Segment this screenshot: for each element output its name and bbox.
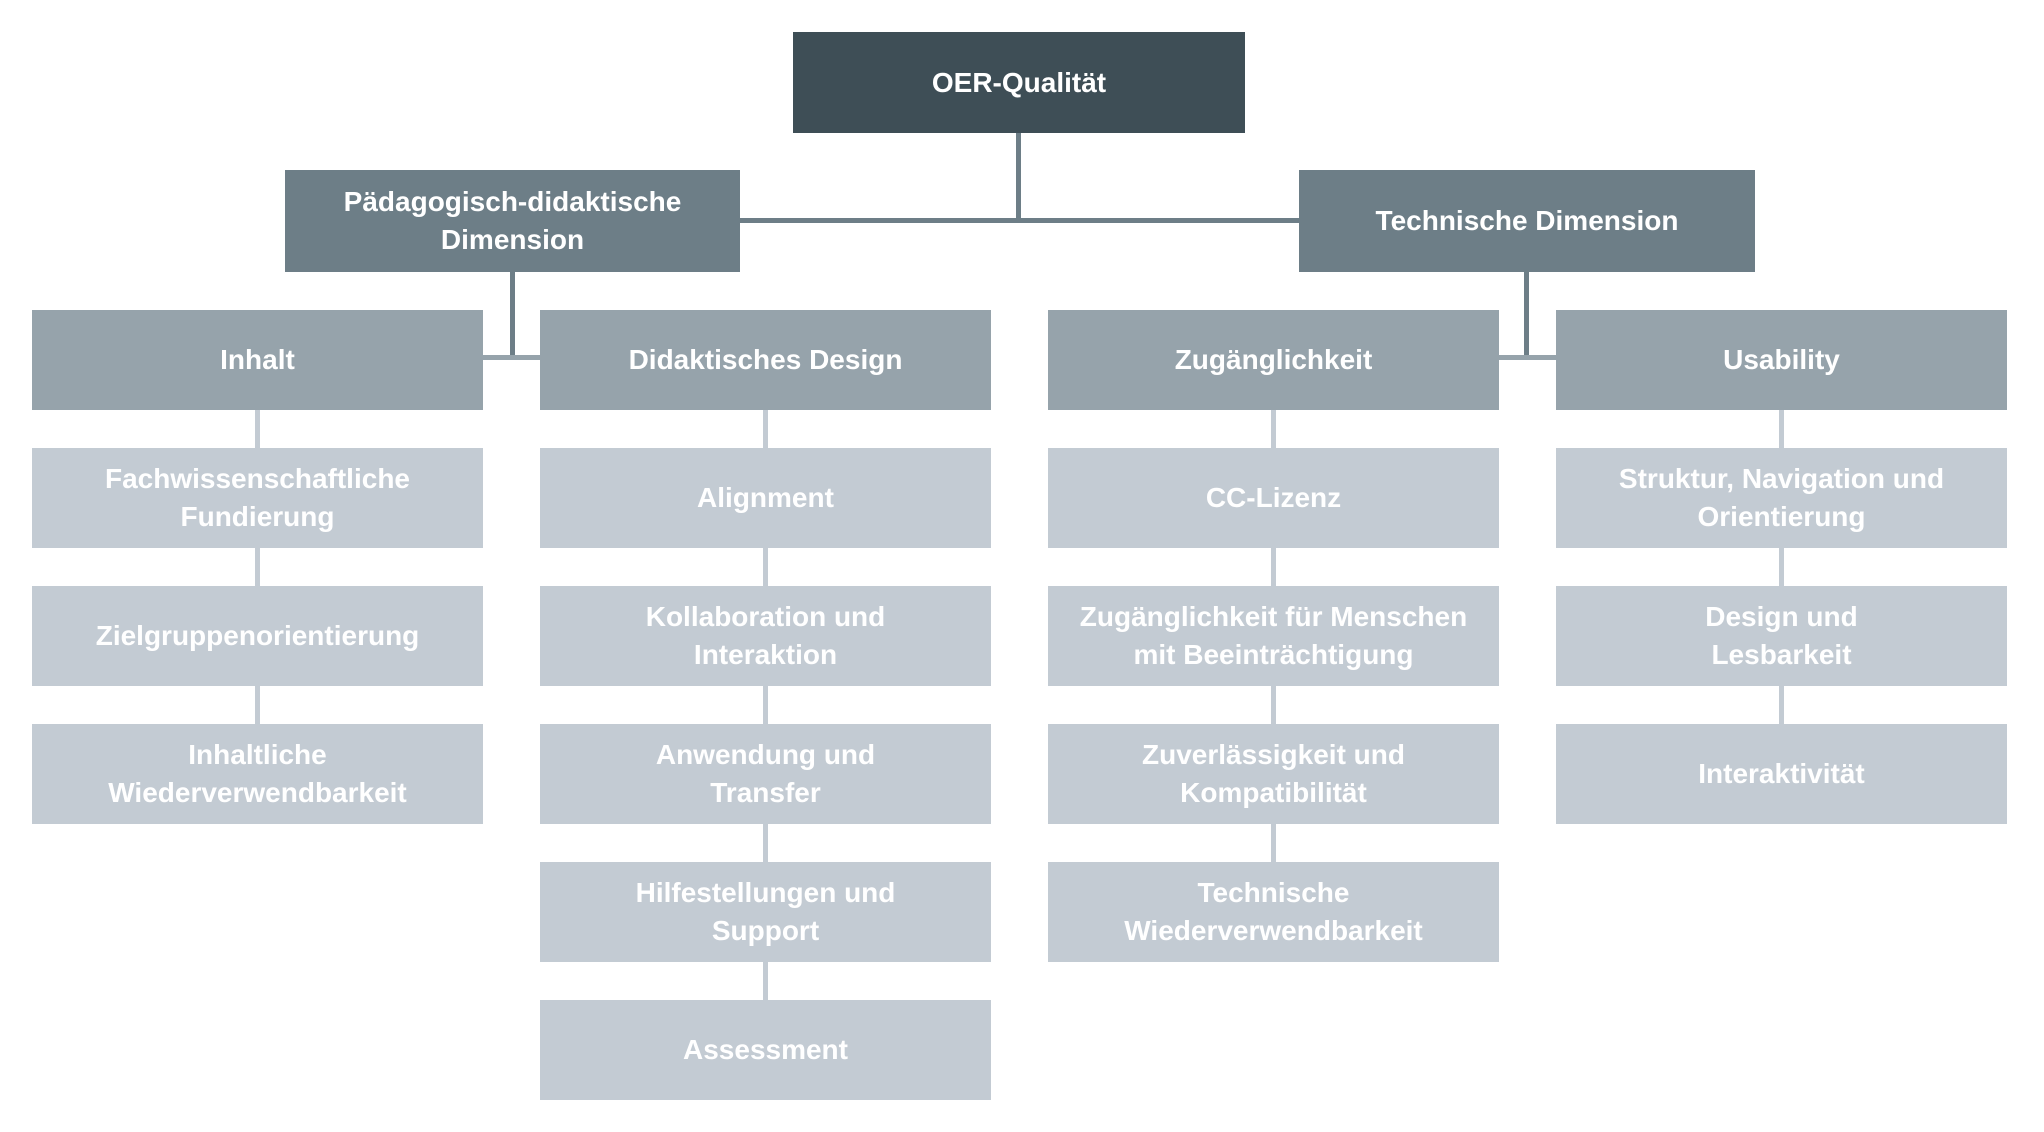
node-criterion-alignment: Alignment xyxy=(540,448,991,548)
connector-root-stem xyxy=(1016,133,1021,223)
node-criterion-fachwissenschaftliche-fundierung: Fachwissenschaftliche Fundierung xyxy=(32,448,483,548)
node-dimension-paedagogisch-didaktisch: Pädagogisch-didaktische Dimension xyxy=(285,170,740,272)
node-criterion-technische-wiederverwendbarkeit: Technische Wiederverwendbarkeit xyxy=(1048,862,1499,962)
node-category-didaktisches-design: Didaktisches Design xyxy=(540,310,991,410)
node-oer-qualitaet: OER-Qualität xyxy=(793,32,1245,133)
node-criterion-assessment: Assessment xyxy=(540,1000,991,1100)
node-criterion-struktur-navigation-orientierung: Struktur, Navigation und Orientierung xyxy=(1556,448,2007,548)
node-criterion-hilfestellungen-und-support: Hilfestellungen und Support xyxy=(540,862,991,962)
node-criterion-interaktivitaet: Interaktivität xyxy=(1556,724,2007,824)
node-criterion-kollaboration-und-interaktion: Kollaboration und Interaktion xyxy=(540,586,991,686)
node-criterion-zugaenglichkeit-beeintraechtigung: Zugänglichkeit für Menschen mit Beeinträ… xyxy=(1048,586,1499,686)
connector-dimensions-bar xyxy=(740,218,1299,223)
node-criterion-cc-lizenz: CC-Lizenz xyxy=(1048,448,1499,548)
spine-column-didaktisches-design xyxy=(763,410,768,1000)
node-category-usability: Usability xyxy=(1556,310,2007,410)
node-category-zugaenglichkeit: Zugänglichkeit xyxy=(1048,310,1499,410)
connector-paedagogisch-stem xyxy=(510,272,515,360)
node-criterion-zielgruppenorientierung: Zielgruppenorientierung xyxy=(32,586,483,686)
node-criterion-zuverlaessigkeit-und-kompatibilitaet: Zuverlässigkeit und Kompatibilität xyxy=(1048,724,1499,824)
node-dimension-technisch: Technische Dimension xyxy=(1299,170,1755,272)
connector-inhalt-didaktik-bar xyxy=(483,355,540,360)
node-category-inhalt: Inhalt xyxy=(32,310,483,410)
node-criterion-inhaltliche-wiederverwendbarkeit: Inhaltliche Wiederverwendbarkeit xyxy=(32,724,483,824)
node-criterion-design-und-lesbarkeit: Design und Lesbarkeit xyxy=(1556,586,2007,686)
node-criterion-anwendung-und-transfer: Anwendung und Transfer xyxy=(540,724,991,824)
connector-technisch-stem xyxy=(1524,272,1529,360)
connector-zugaenglichkeit-usability-bar xyxy=(1499,355,1556,360)
spine-column-usability xyxy=(1779,410,1784,724)
spine-column-inhalt xyxy=(255,410,260,724)
